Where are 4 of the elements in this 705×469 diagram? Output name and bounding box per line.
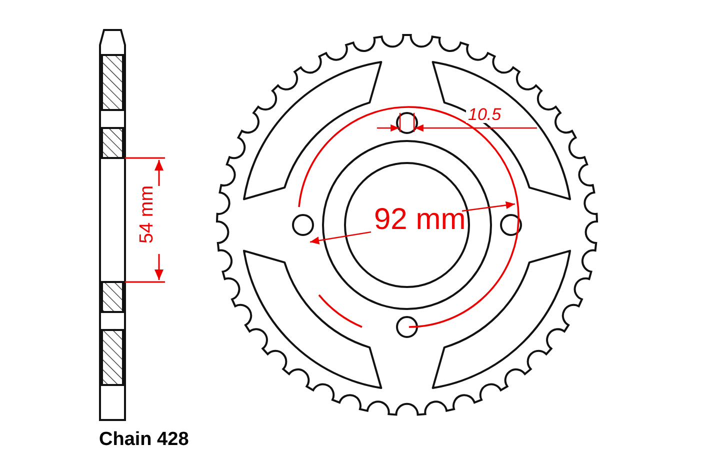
dimension-label: 92 mm xyxy=(374,205,466,235)
chain-size-label: Chain 428 xyxy=(99,430,189,449)
dimension-label: 54 mm xyxy=(138,185,157,244)
dimension-label: 10.5 xyxy=(466,106,504,123)
